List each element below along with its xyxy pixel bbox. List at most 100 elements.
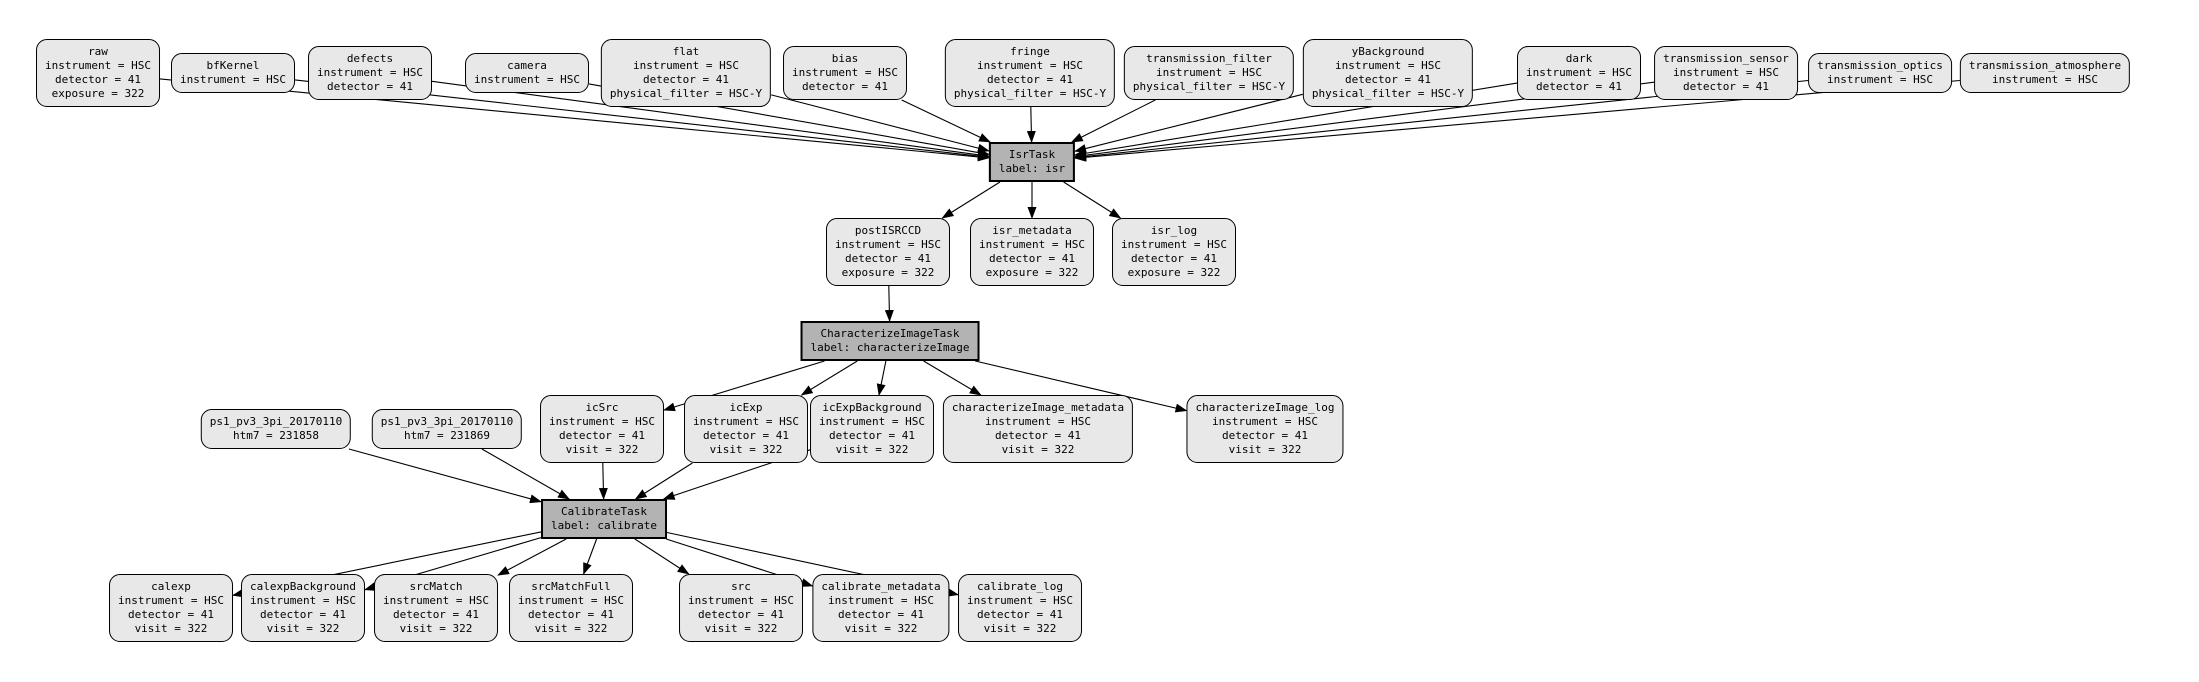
node-attribute: visit = 322: [835, 443, 909, 456]
node-attribute: detector = 41: [1221, 429, 1309, 442]
node-title: icExpBackground: [822, 401, 922, 414]
node-attribute: instrument = HSC: [693, 415, 799, 428]
node-attribute: visit = 322: [399, 622, 473, 635]
node-attribute: detector = 41: [986, 73, 1074, 86]
node-attribute: detector = 41: [844, 252, 932, 265]
node-title: calibrate_log: [976, 580, 1064, 593]
node-attribute: detector = 41: [259, 608, 347, 621]
node-attribute: instrument = HSC: [180, 73, 286, 86]
node-attribute: detector = 41: [837, 608, 925, 621]
node-title: transmission_filter: [1146, 52, 1272, 65]
node-attribute: detector = 41: [697, 608, 785, 621]
node-attribute: instrument = HSC: [1156, 66, 1262, 79]
node-title: defects: [346, 52, 394, 65]
node-attribute: instrument = HSC: [967, 594, 1073, 607]
node-title: ps1_pv3_3pi_20170110: [380, 415, 514, 428]
node-attribute: visit = 322: [266, 622, 340, 635]
node-title: icExp: [729, 401, 763, 414]
node-attribute: instrument = HSC: [518, 594, 624, 607]
node-attribute: detector = 41: [828, 429, 916, 442]
edge-ps1_pv3_3pi_20170110_231869-to-calibrate: [481, 448, 570, 500]
node-title: calibrate_metadata: [821, 580, 941, 593]
node-attribute: instrument = HSC: [250, 594, 356, 607]
node-attribute: detector = 41: [976, 608, 1064, 621]
edge-transmission_atmosphere-to-isr: [1074, 79, 1960, 162]
edge-characterizeImage-to-icExp: [800, 360, 858, 396]
node-attribute: detector = 41: [326, 80, 414, 93]
node-title: camera: [507, 59, 547, 72]
edge-isr-to-postISRCCD: [941, 181, 1001, 219]
edge-yBackground-to-isr: [1074, 93, 1303, 153]
node-attribute: detector = 41: [994, 429, 1082, 442]
node-attribute: instrument = HSC: [819, 415, 925, 428]
node-attribute: physical_filter = HSC-Y: [1132, 80, 1286, 93]
node-attribute: instrument = HSC: [474, 73, 580, 86]
node-attribute: instrument = HSC: [1121, 238, 1227, 251]
node-attribute: detector = 41: [392, 608, 480, 621]
node-title: raw: [88, 45, 108, 58]
edge-icExp-to-calibrate: [634, 462, 693, 500]
node-attribute: detector = 41: [127, 608, 215, 621]
node-attribute: instrument = HSC: [1827, 73, 1933, 86]
edge-bias-to-isr: [901, 99, 991, 143]
node-attribute: label: isr: [998, 162, 1066, 175]
node-attribute: detector = 41: [54, 73, 142, 86]
node-attribute: detector = 41: [1130, 252, 1218, 265]
node-title: characterizeImage_log: [1195, 401, 1335, 414]
edge-flat-to-isr: [771, 94, 990, 153]
node-attribute: visit = 322: [565, 443, 639, 456]
node-attribute: detector = 41: [1535, 80, 1623, 93]
node-attribute: physical_filter = HSC-Y: [953, 87, 1107, 100]
edge-ps1_pv3_3pi_20170110_231858-to-calibrate: [348, 448, 542, 504]
node-title: srcMatch: [409, 580, 463, 593]
node-attribute: instrument = HSC: [977, 59, 1083, 72]
node-title: IsrTask: [1008, 148, 1056, 161]
node-attribute: instrument = HSC: [985, 415, 1091, 428]
node-attribute: visit = 322: [134, 622, 208, 635]
edge-characterizeImage-to-characterizeImage_metadata: [923, 360, 982, 396]
node-title: fringe: [1010, 45, 1050, 58]
node-attribute: exposure = 322: [1127, 266, 1221, 279]
node-attribute: detector = 41: [988, 252, 1076, 265]
node-title: dark: [1565, 52, 1593, 65]
node-attribute: instrument = HSC: [633, 59, 739, 72]
edge-characterizeImage-to-icExpBackground: [876, 360, 887, 396]
node-attribute: instrument = HSC: [828, 594, 934, 607]
node-attribute: detector = 41: [801, 80, 889, 93]
edge-defects-to-isr: [431, 80, 990, 160]
node-attribute: instrument = HSC: [688, 594, 794, 607]
node-title: CalibrateTask: [560, 505, 648, 518]
node-title: isr_log: [1150, 224, 1198, 237]
edge-postISRCCD-to-characterizeImage: [884, 285, 894, 322]
node-title: srcMatchFull: [531, 580, 611, 593]
node-attribute: instrument = HSC: [549, 415, 655, 428]
node-title: yBackground: [1351, 45, 1425, 58]
node-title: transmission_sensor: [1663, 52, 1789, 65]
node-attribute: visit = 322: [534, 622, 608, 635]
